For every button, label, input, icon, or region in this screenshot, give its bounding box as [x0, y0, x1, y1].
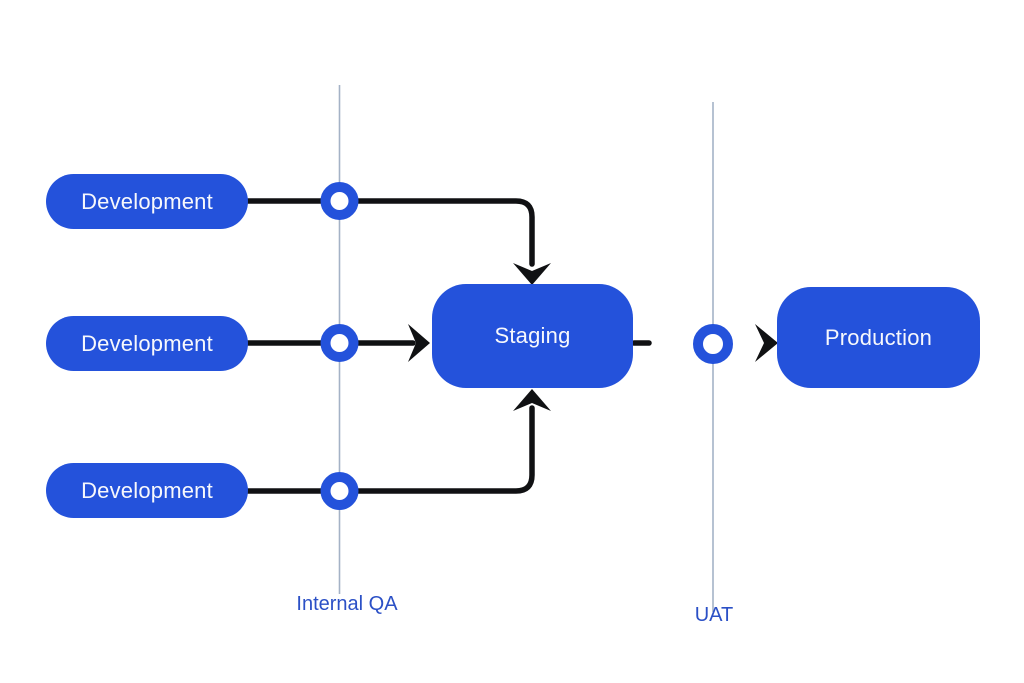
arrowhead-into-staging-bottom: [513, 389, 551, 411]
internal-qa-checkpoint-3-circle: [320, 472, 359, 510]
node-development-3: Development: [46, 463, 248, 518]
node-development-2-label: Development: [81, 330, 213, 356]
node-development-3-label: Development: [81, 477, 213, 503]
arrowhead-into-staging-left: [408, 324, 430, 362]
node-development-1: Development: [46, 174, 248, 229]
node-development-1-label: Development: [81, 188, 213, 214]
internal-qa-checkpoint-1-circle: [320, 182, 359, 220]
node-staging: Staging: [432, 284, 633, 388]
node-staging-label: Staging: [494, 323, 571, 348]
connector-dev1-to-staging: [245, 198, 535, 267]
arrowhead-into-production: [755, 324, 778, 362]
connector-dev3-to-staging: [245, 405, 535, 494]
node-production: Production: [777, 287, 980, 388]
node-development-2: Development: [46, 316, 248, 371]
node-production-label: Production: [824, 324, 933, 350]
arrowhead-into-staging-top: [513, 263, 551, 285]
internal-qa-checkpoint-2-circle: [320, 324, 359, 362]
gate-label-uat: UAT: [694, 604, 734, 626]
gate-label-internal-qa: Internal QA: [296, 593, 398, 615]
uat-checkpoint-circle: [693, 324, 733, 364]
